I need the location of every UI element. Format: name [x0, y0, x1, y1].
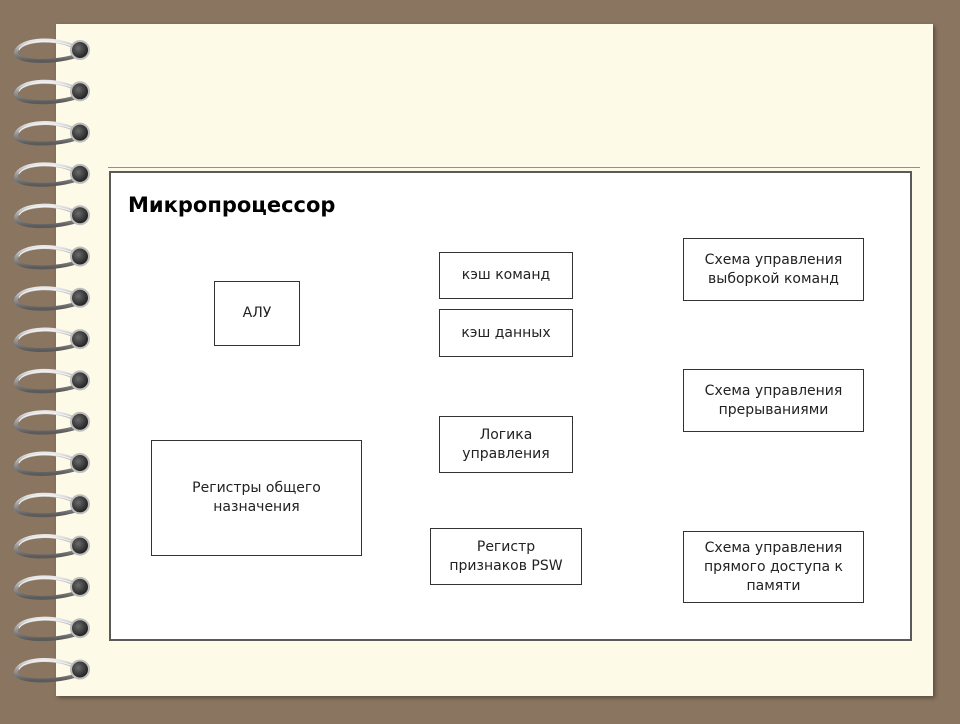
spiral-ring: [14, 121, 90, 146]
spiral-ring: [14, 616, 90, 642]
instruction-fetch-control-block: Схема управления выборкой команд: [683, 238, 864, 301]
spiral-ring: [14, 38, 90, 63]
spiral-ring: [14, 534, 90, 559]
spiral-ring: [14, 575, 90, 600]
spiral-ring: [14, 368, 90, 394]
diagram-frame: Микропроцессор АЛУ Регистры общего назна…: [109, 171, 912, 641]
instruction-cache-block: кэш команд: [439, 252, 573, 299]
control-logic-block: Логика управления: [439, 416, 573, 473]
interrupt-control-block: Схема управления прерываниями: [683, 369, 864, 432]
alu-block: АЛУ: [214, 281, 300, 346]
dma-control-block: Схема управления прямого доступа к памят…: [683, 531, 864, 603]
spiral-rings-graphic: [14, 38, 90, 683]
spiral-ring: [14, 451, 90, 476]
spiral-ring: [14, 162, 90, 187]
spiral-ring: [14, 410, 90, 435]
spiral-ring: [14, 657, 90, 683]
page-divider-line: [108, 167, 920, 168]
psw-register-block: Регистр признаков PSW: [430, 528, 582, 585]
spiral-ring: [14, 286, 90, 311]
spiral-binding: [0, 0, 110, 720]
data-cache-block: кэш данных: [439, 309, 573, 357]
spiral-ring: [14, 327, 90, 353]
spiral-ring: [14, 244, 90, 270]
general-purpose-registers-block: Регистры общего назначения: [151, 440, 362, 556]
spiral-ring: [14, 79, 90, 105]
diagram-title: Микропроцессор: [128, 193, 336, 217]
spiral-ring: [14, 492, 90, 518]
spiral-ring: [14, 203, 90, 229]
